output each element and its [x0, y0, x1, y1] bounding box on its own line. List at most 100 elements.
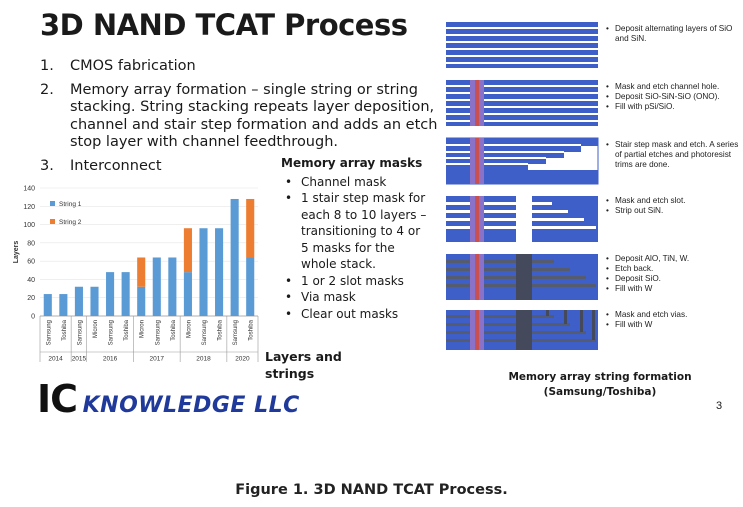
year-label: 2017 — [150, 356, 165, 363]
logo-knowledge-text: KNOWLEDGE LLC — [82, 393, 300, 418]
year-label: 2014 — [48, 356, 63, 363]
page-number: 3 — [716, 400, 723, 412]
bar-string-1 — [199, 228, 208, 316]
bar-string-1 — [183, 272, 192, 316]
year-label: 2015 — [72, 356, 87, 363]
mask-item: Clear out masks — [281, 306, 431, 323]
panel-note-6: Mask and etch vias. Fill with W — [605, 310, 743, 330]
bar-string-2 — [137, 257, 146, 287]
bar-string-1 — [246, 257, 255, 316]
legend-swatch-string-2 — [50, 219, 55, 224]
slot — [516, 196, 532, 242]
note-item: Deposit SiO-SiN-SiO (ONO). — [605, 92, 743, 102]
bar-string-1 — [152, 257, 161, 316]
x-category-label: Toshiba — [171, 319, 177, 340]
y-tick-label: 60 — [27, 259, 35, 266]
x-category-label: Samsung — [233, 320, 239, 345]
note-item: Mask and etch vias. — [605, 310, 743, 320]
legend-label-string-2: String 2 — [59, 219, 82, 226]
step-item: 1. CMOS fabrication — [40, 58, 440, 76]
note-item: Fill with pSi/SiO. — [605, 102, 743, 112]
bar-string-1 — [43, 294, 52, 316]
layer-stack — [446, 22, 598, 68]
figure-caption: Figure 1. 3D NAND TCAT Process. — [235, 482, 508, 498]
process-steps-list: 1. CMOS fabrication 2. Memory array form… — [40, 58, 440, 181]
bar-string-2 — [183, 228, 192, 273]
panel-note-4: Mask and etch slot. Strip out SiN. — [605, 196, 743, 216]
bar-string-1 — [106, 272, 115, 316]
x-category-label: Micron — [93, 320, 99, 338]
x-category-label: Samsung — [46, 320, 52, 345]
note-item: Fill with W — [605, 320, 743, 330]
ic-knowledge-logo: IC KNOWLEDGE LLC — [37, 377, 300, 421]
y-axis-label: Layers — [13, 241, 20, 264]
logo-ic-text: IC — [37, 377, 78, 421]
y-tick-label: 140 — [23, 186, 35, 193]
x-category-label: Micron — [186, 320, 192, 338]
step-item: 2. Memory array formation – single strin… — [40, 82, 440, 152]
panel-note-2: Mask and etch channel hole. Deposit SiO-… — [605, 82, 743, 112]
year-label: 2016 — [103, 356, 118, 363]
x-category-label: Toshiba — [62, 319, 68, 340]
mask-item: Channel mask — [281, 174, 431, 191]
y-tick-label: 40 — [27, 277, 35, 284]
panel-vias — [446, 310, 598, 350]
y-tick-label: 100 — [23, 222, 35, 229]
step-text: Memory array formation – single string o… — [70, 81, 438, 151]
note-item: Deposit alternating layers of SiO and Si… — [605, 24, 743, 44]
note-item: Mask and etch channel hole. — [605, 82, 743, 92]
year-label: 2020 — [235, 356, 250, 363]
panel-stair-step — [446, 137, 599, 185]
panel-deposit-layers — [446, 22, 598, 68]
step-item: 3. Interconnect — [40, 158, 440, 176]
panel-note-3: Stair step mask and etch. A series of pa… — [605, 140, 743, 170]
x-category-label: Toshiba — [124, 319, 130, 340]
panel-slot — [446, 196, 598, 242]
mask-item: Via mask — [281, 289, 431, 306]
y-tick-label: 80 — [27, 240, 35, 247]
note-item: Mask and etch slot. — [605, 196, 743, 206]
panel-note-1: Deposit alternating layers of SiO and Si… — [605, 24, 743, 44]
note-item: Deposit SiO. — [605, 274, 743, 284]
memory-array-masks: Memory array masks Channel mask 1 stair … — [281, 155, 431, 322]
legend-swatch-string-1 — [50, 201, 55, 206]
x-category-label: Toshiba — [218, 319, 224, 340]
x-category-label: Samsung — [77, 320, 83, 345]
bar-string-1 — [59, 294, 68, 316]
panel-channel-hole — [446, 80, 598, 126]
x-category-label: Samsung — [109, 320, 115, 345]
x-category-label: Samsung — [155, 320, 161, 345]
slide: 3D NAND TCAT Process 1. CMOS fabrication… — [0, 0, 743, 440]
bar-string-1 — [215, 228, 224, 316]
note-item: Deposit AlO, TiN, W. — [605, 254, 743, 264]
step-text: Interconnect — [70, 157, 162, 174]
note-item: Strip out SiN. — [605, 206, 743, 216]
bar-string-1 — [168, 257, 177, 316]
bar-string-1 — [121, 272, 130, 316]
x-category-label: Micron — [140, 320, 146, 338]
note-item: Fill with W — [605, 284, 743, 294]
step-number: 1. — [40, 58, 54, 74]
bar-string-1 — [74, 286, 83, 316]
step-text: CMOS fabrication — [70, 58, 196, 74]
y-tick-label: 120 — [23, 204, 35, 211]
bar-string-2 — [246, 198, 255, 258]
step-number: 2. — [40, 81, 54, 98]
mask-item: 1 or 2 slot masks — [281, 273, 431, 290]
panel-note-5: Deposit AlO, TiN, W. Etch back. Deposit … — [605, 254, 743, 294]
year-label: 2018 — [196, 356, 211, 363]
bar-string-1 — [137, 286, 146, 316]
step-number: 3. — [40, 157, 54, 174]
x-category-label: Samsung — [202, 320, 208, 345]
layers-and-strings-label: Layers and strings — [265, 349, 342, 381]
legend-label-string-1: String 1 — [59, 201, 82, 208]
x-category-label: Toshiba — [249, 319, 255, 340]
masks-heading: Memory array masks — [281, 156, 423, 170]
mask-item: 1 stair step mask for each 8 to 10 layer… — [281, 190, 431, 273]
note-item: Etch back. — [605, 264, 743, 274]
bar-string-1 — [230, 198, 239, 316]
formation-title: Memory array string formation (Samsung/T… — [508, 371, 692, 398]
string-formation-diagram — [446, 22, 599, 350]
y-tick-label: 0 — [31, 314, 35, 321]
